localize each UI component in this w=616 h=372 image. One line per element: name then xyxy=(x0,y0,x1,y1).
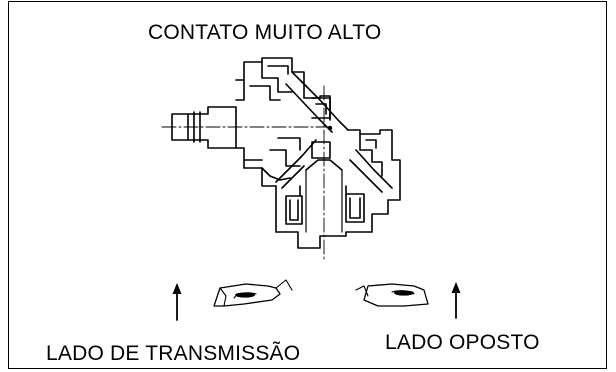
opposite-side-arrow xyxy=(451,282,461,319)
pitch-apex-point xyxy=(327,125,333,131)
pinion-housing-section xyxy=(171,57,401,249)
drive-contact-pattern xyxy=(235,292,255,298)
opposite-side-label: LADO OPOSTO xyxy=(385,331,540,354)
opposite-side-tooth xyxy=(355,283,429,307)
drive-side-tooth xyxy=(213,279,293,307)
drive-side-arrow xyxy=(172,283,182,321)
drive-side-label: LADO DE TRANSMISSÃO xyxy=(46,342,301,365)
center-lines xyxy=(161,85,331,263)
opposite-contact-pattern xyxy=(394,290,414,296)
diagram-frame xyxy=(8,1,607,369)
diagram-title: CONTATO MUITO ALTO xyxy=(148,21,382,44)
